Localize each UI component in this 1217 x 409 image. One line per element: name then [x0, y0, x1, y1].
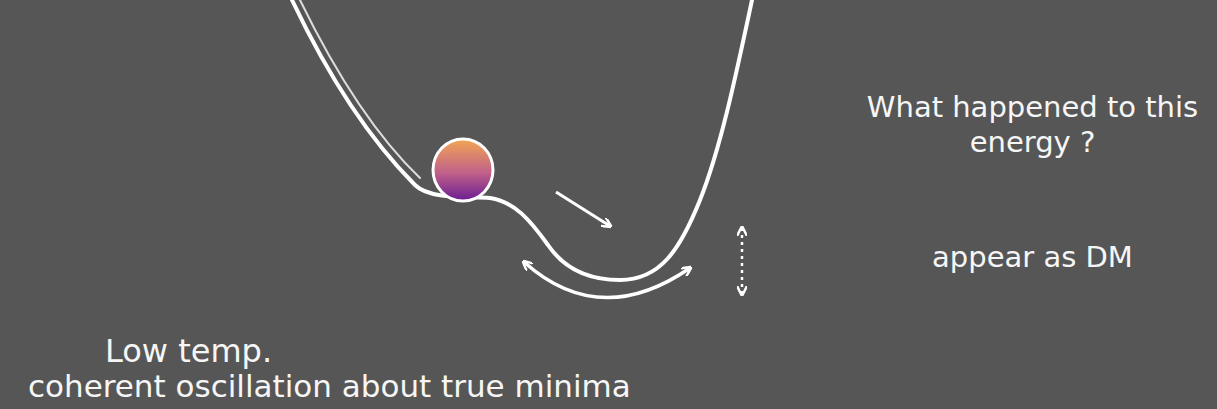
condition-note: Low temp.	[105, 332, 405, 370]
roll-arrow	[556, 192, 610, 226]
oscillation-arrow	[524, 262, 690, 298]
question-note: What happened to this energy ?	[860, 90, 1205, 160]
caption-note: coherent oscillation about true minima	[28, 368, 788, 405]
potential-curve	[292, 0, 752, 280]
energy-gap-arrow	[741, 228, 744, 294]
field-ball	[433, 139, 493, 201]
potential-curve-edge	[300, 0, 420, 178]
answer-note: appear as DM	[880, 240, 1185, 275]
